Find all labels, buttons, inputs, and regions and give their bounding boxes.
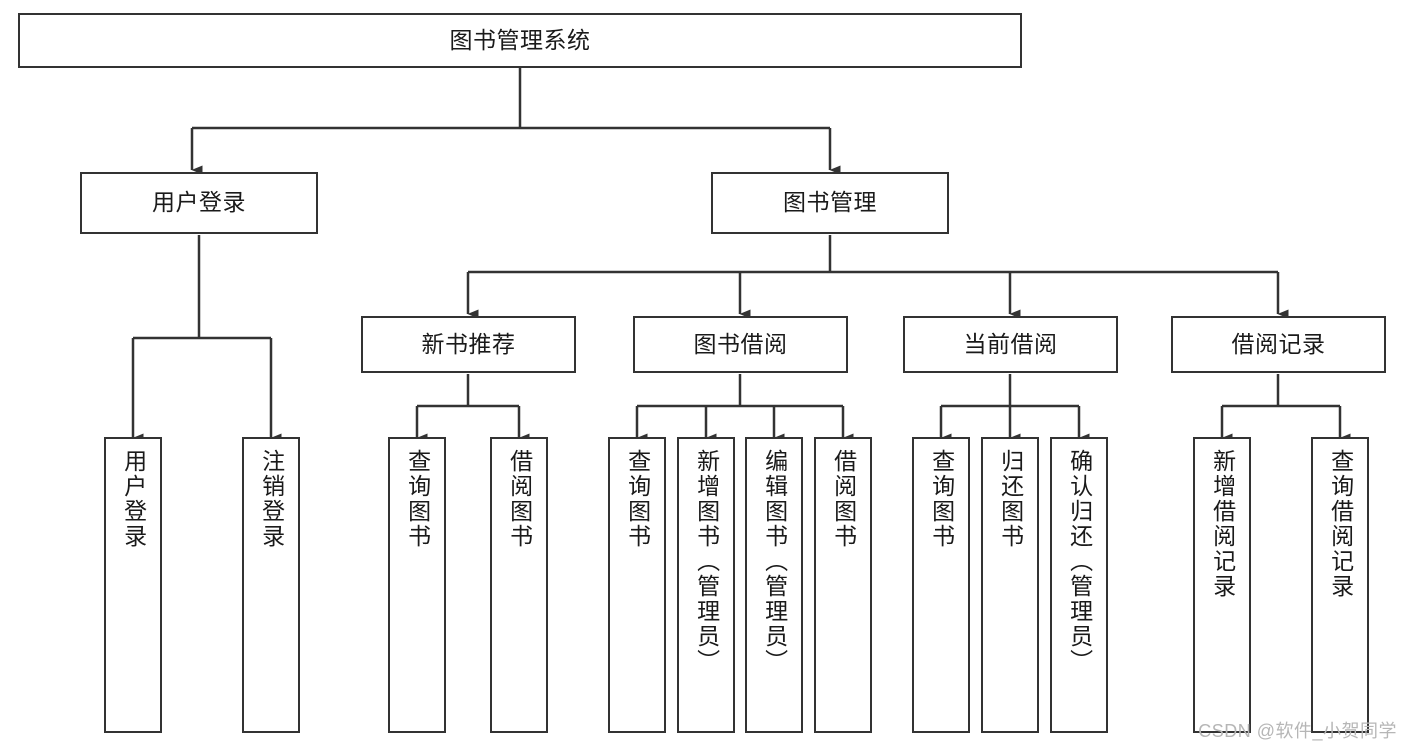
node-leaf-query-book-3-label: 查询图书 — [928, 449, 955, 549]
node-leaf-return-book-label: 归还图书 — [997, 449, 1024, 549]
node-leaf-add-record[interactable]: 新增借阅记录 — [1193, 437, 1251, 733]
node-leaf-user-login[interactable]: 用户登录 — [104, 437, 162, 733]
node-borrow-record-label: 借阅记录 — [1231, 330, 1326, 357]
node-leaf-edit-book[interactable]: 编辑图书（管理员） — [745, 437, 803, 733]
node-leaf-logout[interactable]: 注销登录 — [242, 437, 300, 733]
node-book-manage[interactable]: 图书管理 — [711, 172, 949, 234]
node-current-borrow[interactable]: 当前借阅 — [903, 316, 1118, 373]
node-leaf-add-book-label: 新增图书（管理员） — [693, 449, 720, 674]
node-leaf-edit-book-label: 编辑图书（管理员） — [761, 449, 788, 674]
node-leaf-borrow-book-1-label: 借阅图书 — [506, 449, 533, 549]
node-leaf-query-book-1-label: 查询图书 — [404, 449, 431, 549]
node-leaf-add-record-label: 新增借阅记录 — [1209, 449, 1236, 599]
node-user-login[interactable]: 用户登录 — [80, 172, 318, 234]
watermark: CSDN @软件_小贺同学 — [1198, 721, 1397, 741]
node-leaf-borrow-book-2[interactable]: 借阅图书 — [814, 437, 872, 733]
node-book-borrow-label: 图书借阅 — [693, 330, 788, 357]
node-leaf-query-record-label: 查询借阅记录 — [1327, 449, 1354, 599]
node-user-login-label: 用户登录 — [152, 189, 246, 216]
node-root-label: 图书管理系统 — [449, 26, 591, 53]
node-root[interactable]: 图书管理系统 — [18, 13, 1022, 68]
node-current-borrow-label: 当前借阅 — [963, 330, 1058, 357]
node-leaf-return-book[interactable]: 归还图书 — [981, 437, 1039, 733]
node-leaf-confirm-return-label: 确认归还（管理员） — [1066, 449, 1093, 674]
node-leaf-query-book-1[interactable]: 查询图书 — [388, 437, 446, 733]
node-leaf-query-book-2-label: 查询图书 — [624, 449, 651, 549]
node-new-book-recommend-label: 新书推荐 — [421, 330, 516, 357]
node-leaf-borrow-book-2-label: 借阅图书 — [830, 449, 857, 549]
node-book-borrow[interactable]: 图书借阅 — [633, 316, 848, 373]
node-new-book-recommend[interactable]: 新书推荐 — [361, 316, 576, 373]
node-leaf-query-book-2[interactable]: 查询图书 — [608, 437, 666, 733]
node-book-manage-label: 图书管理 — [783, 189, 877, 216]
node-leaf-query-book-3[interactable]: 查询图书 — [912, 437, 970, 733]
node-borrow-record[interactable]: 借阅记录 — [1171, 316, 1386, 373]
node-leaf-query-record[interactable]: 查询借阅记录 — [1311, 437, 1369, 733]
node-leaf-confirm-return[interactable]: 确认归还（管理员） — [1050, 437, 1108, 733]
node-leaf-user-login-label: 用户登录 — [120, 449, 147, 549]
node-leaf-borrow-book-1[interactable]: 借阅图书 — [490, 437, 548, 733]
node-leaf-add-book[interactable]: 新增图书（管理员） — [677, 437, 735, 733]
node-leaf-logout-label: 注销登录 — [258, 449, 285, 549]
